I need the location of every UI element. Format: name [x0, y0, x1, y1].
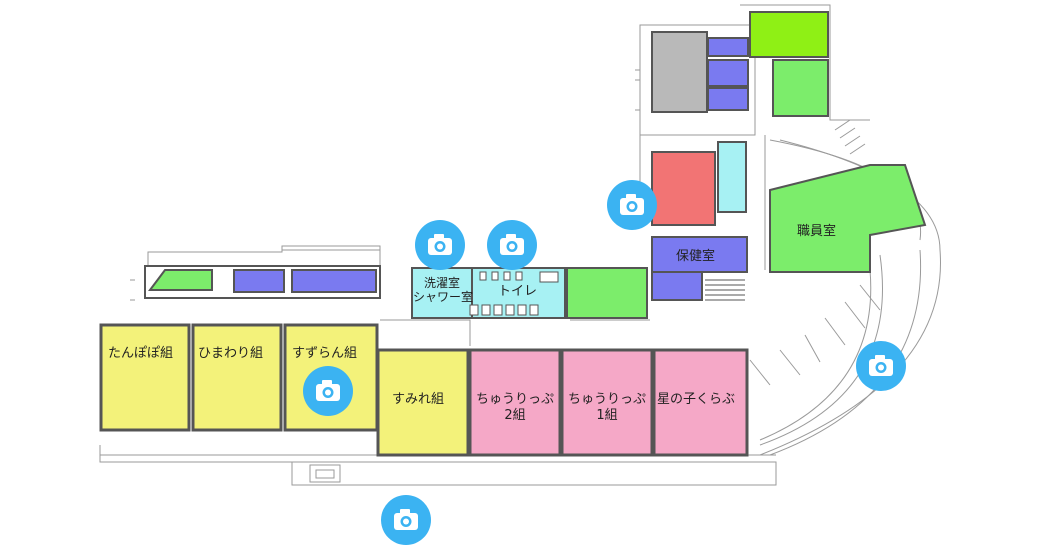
room-label-tanpopo: たんぽぽ組	[108, 346, 174, 361]
room-label-laundry-line1: 洗濯室	[423, 276, 460, 290]
camera-icon	[869, 355, 893, 376]
room-label-churip1-line1: ちゅうりっぷ	[567, 392, 646, 407]
camera-icon	[428, 234, 452, 255]
room-label-churip2: ちゅうりっぷ 2組	[475, 392, 555, 424]
room-label-laundry: 洗濯室 シャワー室	[413, 276, 474, 304]
camera-icon	[620, 194, 644, 215]
camera-icon	[316, 380, 340, 401]
room-label-himawari: ひまわり組	[198, 346, 264, 361]
room-label-shokuin: 職員室	[797, 224, 837, 239]
room-label-churip2-line2: 2組	[504, 408, 526, 423]
camera-button-corridor[interactable]	[856, 341, 906, 391]
camera-button-north[interactable]	[607, 180, 657, 230]
camera-button-toilet[interactable]	[487, 220, 537, 270]
room-label-hoshinoko: 星の子くらぶ	[657, 392, 736, 407]
room-label-churip1: ちゅうりっぷ 1組	[567, 392, 647, 424]
camera-button-laundry[interactable]	[415, 220, 465, 270]
room-label-laundry-line2: シャワー室	[413, 290, 474, 304]
room-label-sumire: すみれ組	[392, 392, 445, 407]
room-label-toilet: トイレ	[498, 284, 538, 299]
camera-icon	[500, 234, 524, 255]
room-label-churip2-line1: ちゅうりっぷ	[475, 392, 554, 407]
room-label-suzuran: すずらん組	[292, 346, 358, 361]
camera-button-entrance[interactable]	[381, 495, 431, 545]
camera-button-suzuran[interactable]	[303, 366, 353, 416]
room-label-churip1-line2: 1組	[596, 408, 618, 423]
room-label-hoken: 保健室	[676, 249, 716, 264]
camera-icon	[394, 509, 418, 530]
